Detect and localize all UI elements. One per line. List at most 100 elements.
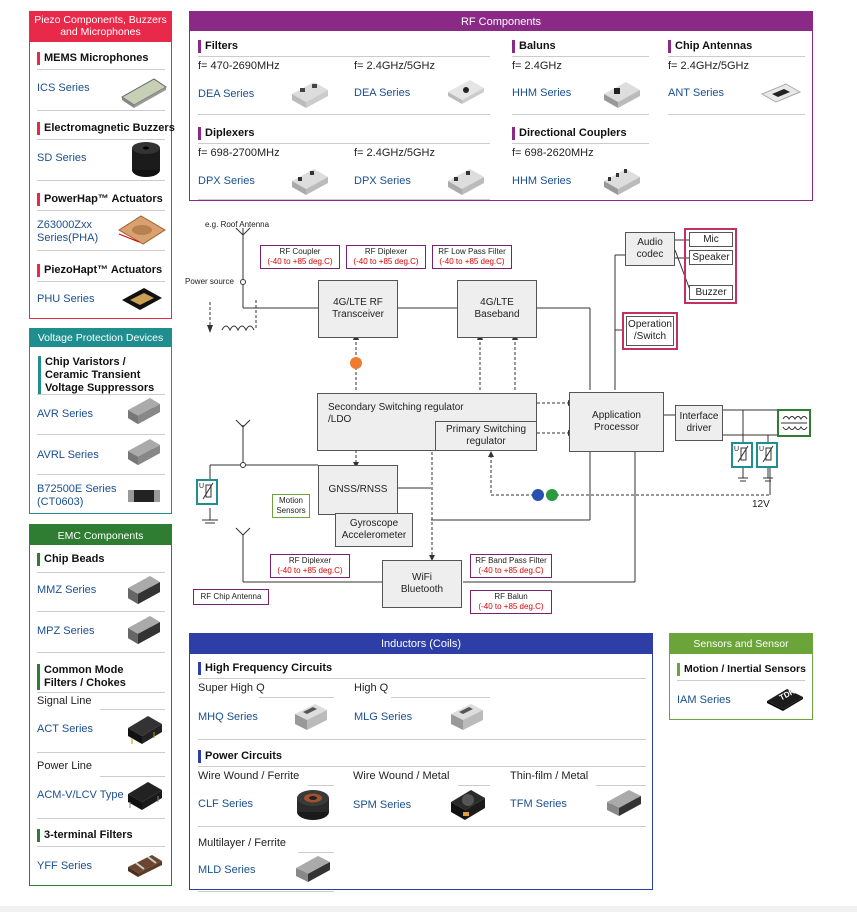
mhq-inductor-image [295,704,327,730]
rf-bpf-label: RF Band Pass Filter [475,556,547,565]
inductors-header: Inductors (Coils) [190,634,652,654]
diplexers-freq-2: f= 2.4GHz/5GHz [354,147,436,159]
emc-three-terminal: 3-terminal Filters [37,829,133,842]
transceiver-block: 4G/LTE RF Transceiver [318,280,398,338]
emc-chip-beads: Chip Beads [37,553,105,566]
ww-ferrite-label: Wire Wound / Ferrite [198,770,300,782]
emc-common-mode: Common Mode Filters / Chokes [37,664,147,690]
dea-series-link-1[interactable]: DEA Series [198,88,255,100]
tvs-symbol-3-label: U [199,483,205,490]
motion-sensors-tag: Motion Sensors [272,494,310,518]
gnss-block: GNSS/RNSS [318,465,398,515]
mmz-series-link[interactable]: MMZ Series [37,584,97,596]
powerhap-image [118,215,166,245]
dea-series-link-2[interactable]: DEA Series [354,87,411,99]
signal-line-label: Signal Line [37,695,92,707]
filters-freq-1: f= 470-2690MHz [198,60,280,72]
rf-bpf-temp: (-40 to +85 deg.C) [478,566,544,575]
rf-panel: RF Components [189,11,813,201]
inductors-power: Power Circuits [198,750,282,763]
clf-series-link[interactable]: CLF Series [198,798,254,810]
mlg-series-link[interactable]: MLG Series [354,711,413,723]
sensors-section: Motion / Inertial Sensors [677,663,806,676]
audio-codec-block: Audio codec [625,232,675,266]
rf-chip-antennas: Chip Antennas [668,40,752,53]
avrl-series-link[interactable]: AVRL Series [37,449,99,461]
dpx-series-link-2[interactable]: DPX Series [354,175,411,187]
sensors-panel: Sensors and Sensor Systems [669,633,813,720]
spm-inductor-image [451,790,485,820]
mpz-series-link[interactable]: MPZ Series [37,625,95,637]
rf-baluns: Baluns [512,40,556,53]
rf-diplexer2-tag: RF Diplexer (-40 to +85 deg.C) [270,554,350,578]
mlg-inductor-image [451,704,483,730]
phu-series-link[interactable]: PHU Series [37,293,95,305]
avrl-chip-image [128,439,160,465]
mems-microphone-image [121,78,167,108]
iam-series-link[interactable]: IAM Series [677,694,731,706]
tfm-series-link[interactable]: TFM Series [510,798,567,810]
mpz-chip-image [128,616,160,644]
secondary-regulator-label: Secondary Switching regulator /LDO [328,402,464,425]
bottom-bar [0,906,857,912]
app-processor-block: Application Processor [569,392,664,452]
ant-series-link[interactable]: ANT Series [668,87,725,99]
thin-metal-label: Thin-film / Metal [510,770,589,782]
mld-inductor-image [296,856,330,882]
hhm-series-link-2[interactable]: HHM Series [512,175,572,187]
ics-series-link[interactable]: ICS Series [37,82,90,94]
baluns-freq: f= 2.4GHz [512,60,562,72]
ant-chip-image [760,83,802,103]
b72500e-link[interactable]: B72500E Series (CT0603) [37,483,117,508]
ml-ferrite-label: Multilayer / Ferrite [198,837,287,849]
spm-series-link[interactable]: SPM Series [353,799,412,811]
rf-filters: Filters [198,40,238,53]
rf-balun-label: RF Balun [494,592,528,601]
baseband-block: 4G/LTE Baseband [457,280,537,338]
buzzer-image [132,142,160,177]
avr-chip-image [128,398,160,424]
emc-panel: EMC Components [29,524,172,886]
dpx-series-link-1[interactable]: DPX Series [198,175,255,187]
mhq-series-link[interactable]: MHQ Series [198,711,258,723]
gyroscope-block: Gyroscope Accelerometer [335,513,413,547]
clf-inductor-image [297,790,329,820]
rf-couplers: Directional Couplers [512,127,627,140]
z63000zxx-link[interactable]: Z63000Zxx Series(PHA) [37,219,99,244]
rf-header: RF Components [190,12,812,31]
mmz-chip-image [128,576,160,604]
tvs-symbol-1-label: U [734,446,740,453]
acm-lcv-link[interactable]: ACM-V/LCV Type [37,789,124,801]
dea-filter-image-1 [292,82,328,108]
rf-balun-temp: (-40 to +85 deg.C) [478,602,544,611]
act-series-link[interactable]: ACT Series [37,723,94,735]
rf-lpf-tag: RF Low Pass Filter (-40 to +85 deg.C) [432,245,512,269]
v12-label: 12V [752,499,770,510]
rf-diplexer-temp: (-40 to +85 deg.C) [353,257,419,266]
tvs-symbol-2: U [756,442,778,468]
operation-block: Operation /Switch [626,316,674,346]
rf-diplexer2-temp: (-40 to +85 deg.C) [277,566,343,575]
sd-series-link[interactable]: SD Series [37,152,87,164]
audio-group [684,228,737,304]
power-source-label: Power source [185,277,234,286]
rf-diplexer-tag: RF Diplexer (-40 to +85 deg.C) [346,245,426,269]
operation-group [622,312,678,350]
piezo-section-mems: MEMS Microphones [37,52,149,65]
tvs-symbol-3: U [196,479,218,505]
buzzer-block: Buzzer [689,285,733,300]
couplers-freq: f= 698-2620MHz [512,147,594,159]
hhm-coupler-image [604,169,640,195]
dpx-image-1 [292,169,328,195]
hhm-series-link-1[interactable]: HHM Series [512,87,572,99]
mld-series-link[interactable]: MLD Series [198,864,256,876]
diagram-wires [202,227,780,583]
primary-regulator-block: Primary Switching regulator [435,421,537,451]
avr-series-link[interactable]: AVR Series [37,408,94,420]
rf-balun-tag: RF Balun (-40 to +85 deg.C) [470,590,552,614]
voltage-section: Chip Varistors / Ceramic Transient Volta… [38,356,170,395]
yff-series-link[interactable]: YFF Series [37,860,93,872]
yff-filter-image [128,855,162,877]
wifi-bluetooth-block: WiFi Bluetooth [382,560,462,608]
interface-driver-block: Interface driver [675,405,723,441]
